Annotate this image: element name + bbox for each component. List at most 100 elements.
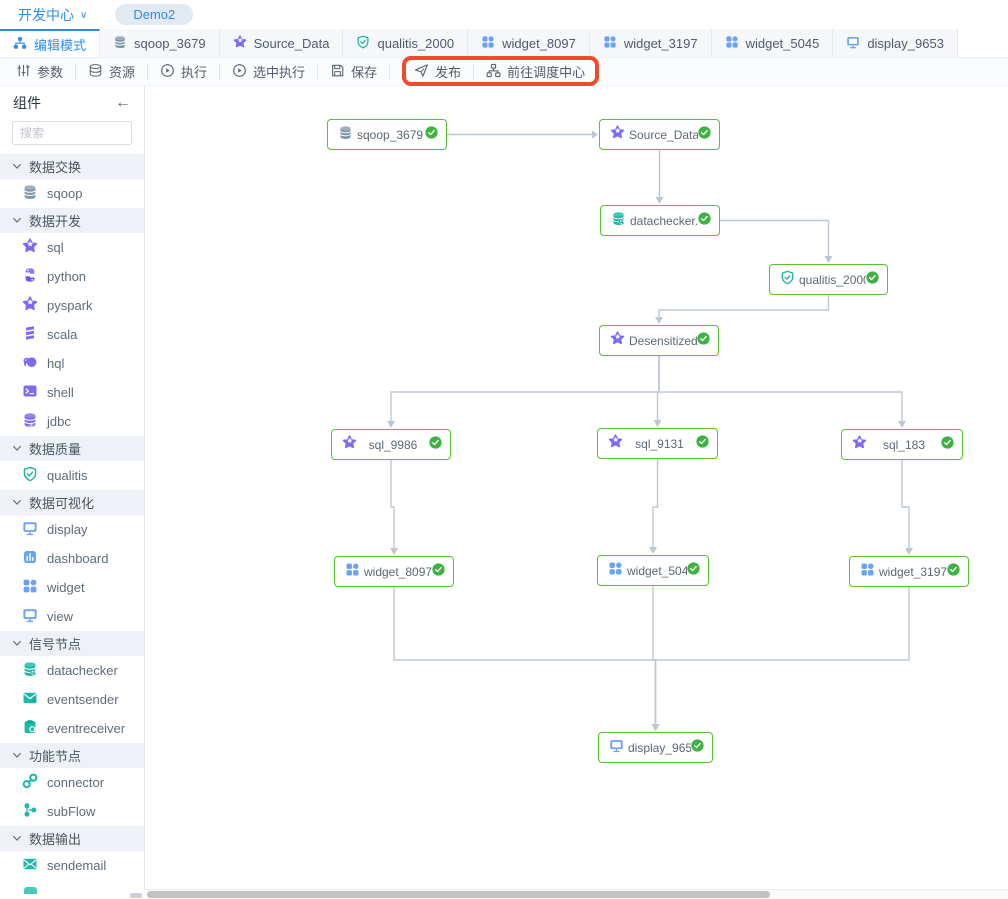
toolbar-separator [147, 64, 149, 79]
sql-icon [22, 296, 38, 315]
tab-qualitis_2000[interactable]: qualitis_2000 [343, 29, 469, 57]
toolbar-label: 选中执行 [253, 65, 306, 80]
component-hql[interactable]: hql [0, 349, 144, 378]
project-tab[interactable]: Demo2 [115, 4, 194, 25]
node-Source_Data[interactable]: Source_Data [599, 119, 720, 150]
eventreceiver-icon [22, 719, 38, 738]
status-success-icon [947, 562, 960, 581]
search-input[interactable] [12, 121, 132, 145]
toolbar-separator [75, 64, 77, 79]
sqoop-icon: s [338, 125, 353, 145]
tab-widget_3197[interactable]: widget_3197 [589, 29, 712, 57]
tab-widget_5045[interactable]: widget_5045 [711, 29, 834, 57]
node-sql_183[interactable]: sql_183 [841, 429, 963, 460]
section-数据交换[interactable]: 数据交换 [0, 154, 144, 179]
node-qualitis_2000[interactable]: qualitis_2000 [769, 264, 888, 295]
component-label: display [47, 522, 88, 537]
component-python[interactable]: python [0, 262, 144, 291]
section-数据开发[interactable]: 数据开发 [0, 208, 144, 233]
dashboard-icon [22, 549, 38, 568]
chevron-down-icon [12, 748, 22, 763]
component-eventsender[interactable]: eventsender [0, 685, 144, 714]
tab-display_9653[interactable]: display_9653 [833, 29, 958, 57]
display-icon [609, 738, 624, 758]
node-sql_9131[interactable]: sql_9131 [597, 428, 718, 459]
component-datachecker[interactable]: datachecker [0, 656, 144, 685]
node-datachecker[interactable]: datachecker... [600, 205, 720, 236]
component-label: connector [47, 775, 105, 790]
svg-text:s: s [122, 44, 125, 48]
component-sql[interactable]: sql [0, 233, 144, 262]
section-label: 数据交换 [29, 160, 82, 175]
node-label: Source_Data [629, 127, 698, 142]
tab-label: widget_3197 [623, 35, 698, 51]
top-header: 开发中心 ∨ Demo2 [0, 0, 1008, 29]
component-label: eventsender [47, 692, 119, 707]
tab-Source_Data[interactable]: Source_Data [219, 29, 344, 57]
component-dashboard[interactable]: dashboard [0, 544, 144, 573]
node-sql_9986[interactable]: sql_9986 [331, 429, 451, 460]
component-sendemail[interactable]: sendemail [0, 851, 144, 880]
widget-icon [22, 578, 38, 597]
node-widget_5045[interactable]: widget_5045 [597, 555, 709, 586]
sql-icon [610, 330, 625, 351]
section-数据质量[interactable]: 数据质量 [0, 436, 144, 461]
node-label: Desensitized... [629, 333, 697, 348]
toolbar-exec-sel-button[interactable]: 选中执行 [232, 62, 305, 81]
toolbar-scheduler-button[interactable]: 前往调度中心 [486, 62, 585, 81]
node-widget_8097[interactable]: widget_8097 [334, 556, 454, 587]
section-功能节点[interactable]: 功能节点 [0, 743, 144, 768]
toolbar-execute-button[interactable]: 执行 [160, 62, 207, 81]
section-数据输出[interactable]: 数据输出 [0, 826, 144, 851]
component-pyspark[interactable]: pyspark [0, 291, 144, 320]
component-scala[interactable]: scala [0, 320, 144, 349]
component-label: datachecker [47, 663, 118, 678]
tab-edit-mode[interactable]: 编辑模式 [0, 29, 101, 57]
node-widget_3197[interactable]: widget_3197 [849, 556, 969, 587]
tab-widget_8097[interactable]: widget_8097 [468, 29, 590, 57]
status-success-icon [687, 561, 700, 580]
node-label: widget_8097 [364, 564, 432, 579]
component-view[interactable]: view [0, 602, 144, 631]
component-qualitis[interactable]: qualitis [0, 461, 144, 490]
component-connector[interactable]: connector [0, 768, 144, 797]
toolbar-resources-button[interactable]: 资源 [88, 62, 135, 81]
component-label: eventreceiver [47, 721, 126, 736]
section-信号节点[interactable]: 信号节点 [0, 631, 144, 656]
component-subFlow[interactable]: subFlow [0, 797, 144, 826]
horizontal-scrollbar-thumb[interactable] [147, 891, 770, 898]
component-display[interactable]: display [0, 515, 144, 544]
collapse-sidebar-icon[interactable]: ← [115, 94, 131, 111]
component-shell[interactable]: shell [0, 378, 144, 407]
node-display_9653[interactable]: display_9653 [598, 732, 713, 763]
play-icon [232, 63, 247, 81]
node-Desensitized[interactable]: Desensitized... [599, 325, 719, 356]
status-success-icon [941, 435, 954, 454]
horizontal-scrollbar[interactable] [144, 889, 1008, 899]
node-label: widget_5045 [627, 563, 687, 578]
sidebar-scrollbar-thumb[interactable] [130, 893, 142, 898]
toolbar-save-button[interactable]: 保存 [330, 62, 377, 81]
component-label: subFlow [47, 804, 96, 819]
component-label: qualitis [47, 468, 88, 483]
tab-label: qualitis_2000 [377, 35, 455, 51]
component-eventreceiver[interactable]: eventreceiver [0, 714, 144, 743]
component-widget[interactable]: widget [0, 573, 144, 602]
tab-label: 编辑模式 [34, 37, 87, 53]
send-icon [414, 63, 429, 81]
toolbar-publish-button[interactable]: 发布 [414, 62, 461, 81]
toolbar-params-button[interactable]: 参数 [16, 62, 63, 81]
connector-icon [22, 773, 38, 792]
tab-label: display_9653 [867, 35, 944, 51]
node-label: datachecker... [630, 213, 698, 228]
workspace-menu[interactable]: 开发中心 ∨ [18, 5, 87, 25]
main-area: 组件 ← 数据交换 ssqoop数据开发sqlpythonpysparkscal… [0, 86, 1008, 899]
section-数据可视化[interactable]: 数据可视化 [0, 490, 144, 515]
widget-icon [608, 561, 623, 581]
